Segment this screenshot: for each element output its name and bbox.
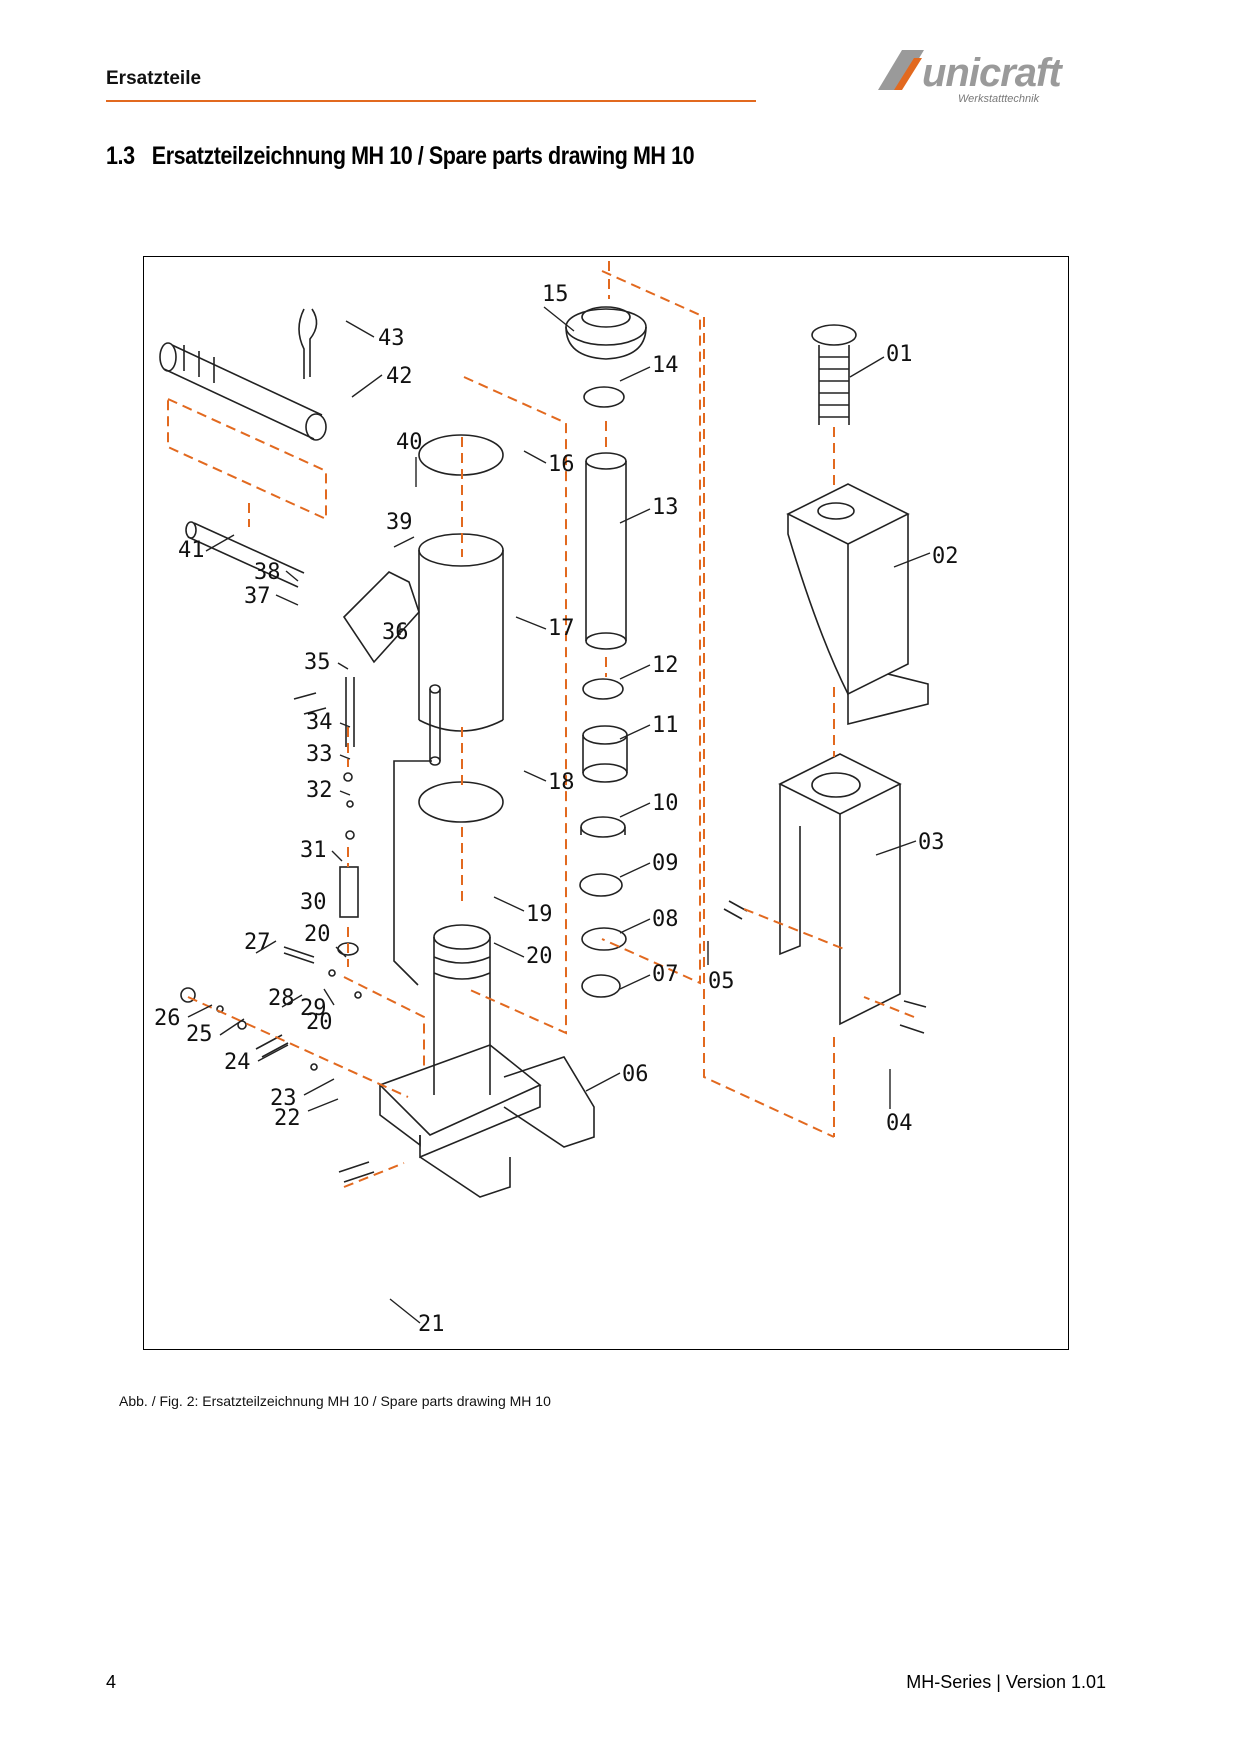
exploded-view: 01 02 03 04 05 06 07 08 09 10 11 12 13 1… xyxy=(154,261,959,1337)
part-label-01: 01 xyxy=(886,342,913,367)
part-label-04: 04 xyxy=(886,1111,913,1136)
part-label-19: 19 xyxy=(526,902,553,927)
part-label-34: 34 xyxy=(306,710,333,735)
part-number-labels: 01 02 03 04 05 06 07 08 09 10 11 12 13 1… xyxy=(154,282,959,1337)
part-label-05: 05 xyxy=(708,969,735,994)
part-label-35: 35 xyxy=(304,650,331,675)
part-label-25: 25 xyxy=(186,1022,213,1047)
part-label-08: 08 xyxy=(652,907,679,932)
part-label-24: 24 xyxy=(224,1050,251,1075)
assembly-dashed-lines xyxy=(167,261,915,1188)
part-label-03: 03 xyxy=(918,830,945,855)
part-label-06: 06 xyxy=(622,1062,649,1087)
part-label-16: 16 xyxy=(548,452,575,477)
figure-caption: Abb. / Fig. 2: Ersatzteilzeichnung MH 10… xyxy=(119,1393,551,1409)
part-label-29: 29 xyxy=(300,996,327,1021)
part-label-27: 27 xyxy=(244,930,271,955)
section-heading: 1.3 Ersatzteilzeichnung MH 10 / Spare par… xyxy=(106,142,695,171)
section-title: Ersatzteilzeichnung MH 10 / Spare parts … xyxy=(151,142,695,170)
part-label-17: 17 xyxy=(548,616,575,641)
part-label-12: 12 xyxy=(652,653,679,678)
part-label-38: 38 xyxy=(254,560,281,585)
logo-subtext: Werkstatttechnik xyxy=(958,93,1040,105)
spare-parts-drawing: 01 02 03 04 05 06 07 08 09 10 11 12 13 1… xyxy=(143,256,1069,1350)
logo-mark xyxy=(878,50,924,90)
part-label-33: 33 xyxy=(306,742,333,767)
page-number: 4 xyxy=(106,1672,117,1692)
part-label-14: 14 xyxy=(652,353,679,378)
part-label-42: 42 xyxy=(386,364,413,389)
part-label-39: 39 xyxy=(386,510,413,535)
part-label-02: 02 xyxy=(932,544,959,569)
logo-wordmark: unicraft xyxy=(922,51,1063,95)
part-label-37: 37 xyxy=(244,584,271,609)
part-label-32: 32 xyxy=(306,778,333,803)
section-number: 1.3 xyxy=(106,142,135,170)
part-label-30: 30 xyxy=(300,890,327,915)
header-rule xyxy=(106,100,756,102)
leader-lines xyxy=(187,306,931,1324)
part-label-18: 18 xyxy=(548,770,575,795)
part-label-10: 10 xyxy=(652,791,679,816)
part-label-26: 26 xyxy=(154,1006,181,1031)
unicraft-logo: unicraft Werkstatttechnik xyxy=(878,50,1064,105)
part-label-31: 31 xyxy=(300,838,327,863)
part-label-15: 15 xyxy=(542,282,569,307)
parts-outlines xyxy=(159,306,929,1198)
part-label-41: 41 xyxy=(178,538,205,563)
part-label-20-c: 20 xyxy=(304,922,331,947)
part-label-07: 07 xyxy=(652,962,679,987)
part-label-20-b: 20 xyxy=(306,1010,333,1035)
part-label-09: 09 xyxy=(652,851,679,876)
part-label-40: 40 xyxy=(396,430,423,455)
part-label-43: 43 xyxy=(378,326,405,351)
part-label-36: 36 xyxy=(382,620,409,645)
part-label-20-a: 20 xyxy=(526,944,553,969)
part-label-11: 11 xyxy=(652,713,679,738)
footer-version: MH-Series | Version 1.01 xyxy=(906,1672,1106,1692)
part-label-21: 21 xyxy=(418,1312,445,1337)
part-label-28: 28 xyxy=(268,986,295,1011)
header-title: Ersatzteile xyxy=(106,68,202,89)
part-label-23: 23 xyxy=(270,1086,297,1111)
part-label-13: 13 xyxy=(652,495,679,520)
part-label-22: 22 xyxy=(274,1106,301,1131)
